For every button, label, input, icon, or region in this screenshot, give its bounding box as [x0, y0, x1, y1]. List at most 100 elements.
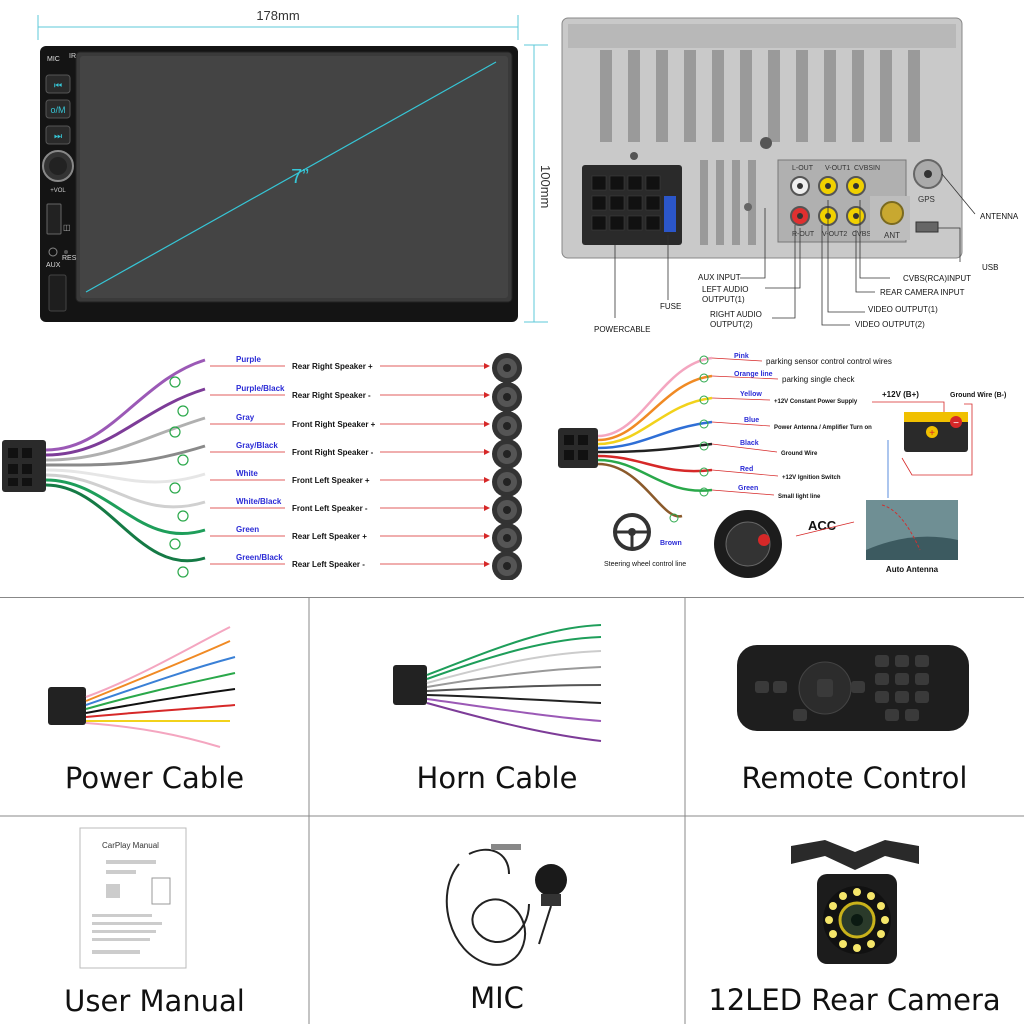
speaker-channel-label: Rear Right Speaker + [292, 362, 373, 371]
mic-image [445, 844, 567, 966]
svg-text:V-OUT1: V-OUT1 [825, 165, 850, 172]
sd-card-slot[interactable] [46, 203, 62, 235]
rear-panel-diagram: L-OUT V-OUT1 CVBSIN R-OUT V-OUT2 CVBSIN … [561, 17, 1019, 334]
callout-rear-camera: REAR CAMERA INPUT [880, 288, 965, 297]
speaker-channel-label: Front Right Speaker + [292, 420, 376, 429]
power-wire [597, 396, 713, 446]
svg-text:V-OUT2: V-OUT2 [822, 231, 847, 238]
wire-color-name: Black [740, 440, 759, 447]
battery-ground-label: Ground Wire (B-) [950, 392, 1006, 399]
speaker-channel-label: Rear Left Speaker - [292, 560, 365, 569]
speaker-icon [492, 382, 522, 412]
accessory-horn-cable: Horn Cable [309, 597, 685, 816]
wire-marker [169, 426, 181, 438]
speaker-icon [492, 439, 522, 469]
callout-right-audio-2: OUTPUT(2) [710, 320, 753, 329]
power-wire [597, 454, 713, 473]
sd-icon: ◫ [63, 223, 71, 232]
aux-jack[interactable] [48, 247, 58, 257]
screen-diagonal [85, 61, 497, 293]
horn-cable-image [393, 624, 602, 742]
speaker-channel-label: Front Left Speaker - [292, 504, 368, 513]
speaker-channel-label: Rear Left Speaker + [292, 532, 367, 541]
power-cable-image [48, 626, 236, 748]
speaker-channel-label: Rear Right Speaker - [292, 391, 371, 400]
speaker-channel-label: Front Left Speaker + [292, 476, 370, 485]
power-wire [597, 462, 683, 518]
wire-marker [177, 510, 189, 522]
callout-antenna: ANTENNA [980, 212, 1019, 221]
antenna-port[interactable] [880, 201, 904, 225]
power-wire-row: Red+12V Ignition Switch [597, 454, 841, 481]
front-panel-diagram: 178mm 100mm 7” MIC IR ⏮ o/M ⏭ +VOL ◫ AUX… [37, 8, 553, 323]
res-label: RES [62, 255, 77, 262]
power-wire [597, 356, 713, 438]
accessory-rear-camera: 12LED Rear Camera [685, 816, 1024, 1024]
wire-color-name: Gray/Black [236, 441, 278, 450]
wire-color-name: Gray [236, 413, 255, 422]
speaker-wire [45, 468, 206, 484]
wire-marker [177, 566, 189, 578]
next-icon: ⏭ [54, 131, 62, 141]
horn-cable-label: Horn Cable [416, 761, 578, 795]
wire-marker [177, 454, 189, 466]
speaker-wire [45, 358, 206, 452]
svg-text:R-OUT: R-OUT [792, 231, 815, 238]
usb-port[interactable] [915, 221, 939, 233]
mic-label: MIC [47, 56, 60, 63]
wire-color-name: Green [738, 485, 758, 492]
wire-function-label: Steering wheel control line [604, 561, 686, 568]
power-connector [558, 428, 598, 468]
wire-function-label: Small light line [778, 494, 821, 500]
callout-aux-input: AUX INPUT [698, 273, 741, 282]
steering-wheel-icon [613, 513, 651, 551]
svg-text:CVBSIN: CVBSIN [852, 231, 878, 238]
user-manual-label: User Manual [64, 984, 245, 1018]
prev-track-button[interactable] [45, 74, 71, 94]
callout-powercable: POWERCABLE [594, 325, 650, 334]
power-wire [597, 442, 713, 454]
battery-plus-label: +12V (B+) [882, 390, 919, 399]
vol-label: +VOL [50, 188, 66, 194]
callout-video-out2: VIDEO OUTPUT(2) [855, 320, 925, 329]
user-manual-image: CarPlay Manual [79, 827, 187, 969]
wire-color-name: White/Black [236, 497, 282, 506]
wire-function-label: parking single check [782, 375, 855, 384]
wire-color-name: White [236, 469, 258, 478]
power-wire [597, 374, 713, 442]
wire-color-name: Brown [660, 540, 682, 547]
mode-button[interactable] [45, 99, 71, 119]
wire-function-label: +12V Constant Power Supply [774, 399, 858, 405]
wire-function-label: Power Antenna / Amplifier Turn on [774, 425, 872, 431]
speaker-icon [492, 523, 522, 553]
wire-marker [169, 482, 181, 494]
callout-cvbs: CVBS(RCA)INPUT [903, 274, 971, 283]
callout-usb: USB [982, 263, 998, 272]
wire-marker [177, 405, 189, 417]
svg-text:−: − [953, 418, 959, 429]
wire-function-label: Ground Wire [781, 451, 818, 457]
wire-color-name: Green/Black [236, 553, 283, 562]
reset-hole[interactable] [64, 250, 68, 254]
next-track-button[interactable] [45, 125, 71, 145]
speaker-icon [492, 467, 522, 497]
callout-left-audio-1: LEFT AUDIO [702, 285, 749, 294]
speaker-wire [45, 444, 206, 467]
speaker-wire [45, 387, 206, 457]
remote-control-label: Remote Control [741, 761, 968, 795]
battery-icon: + − [904, 412, 968, 452]
speaker-icon [492, 495, 522, 525]
usb-cover [48, 274, 67, 312]
wire-color-name: Purple/Black [236, 384, 285, 393]
